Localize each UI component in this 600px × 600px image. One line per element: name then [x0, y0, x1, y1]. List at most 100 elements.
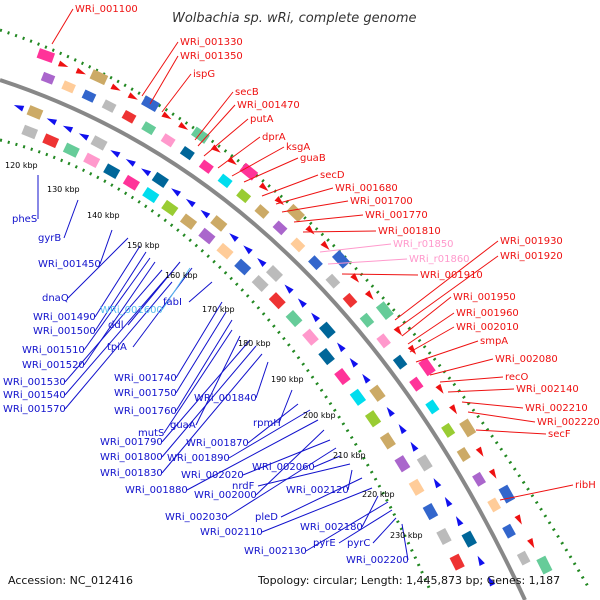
reverse-gene-arrow	[125, 159, 136, 167]
forward-gene-block	[61, 80, 76, 94]
gene-label-rev: WRi_001500	[33, 326, 96, 337]
reverse-gene-arrow	[477, 555, 485, 567]
gene-label-fwd: recO	[505, 372, 529, 383]
reverse-gene-arrow	[243, 245, 253, 255]
forward-gene-arrow	[350, 273, 360, 283]
reverse-gene-block	[265, 265, 283, 283]
reverse-gene-block	[26, 105, 44, 120]
forward-gene-arrow	[258, 182, 269, 192]
reverse-gene-arrow	[257, 257, 267, 268]
reverse-gene-block	[142, 187, 160, 204]
forward-gene-arrow	[57, 60, 69, 68]
reverse-gene-arrow	[336, 342, 346, 353]
gene-label-rev: WRi_001490	[33, 312, 96, 323]
reverse-gene-block	[210, 215, 228, 232]
reverse-gene-arrow	[433, 478, 442, 489]
reverse-gene-block	[416, 454, 433, 472]
reverse-gene-block	[394, 455, 411, 473]
gene-label-fwd: WRi_r01860	[409, 254, 470, 265]
forward-gene-block	[392, 354, 408, 370]
reverse-gene-arrow	[229, 233, 239, 242]
forward-gene-block	[89, 69, 109, 86]
gene-label-fwd: secD	[320, 170, 345, 181]
map-title: Wolbachia sp. wRi, complete genome	[172, 11, 417, 26]
forward-gene-block	[272, 220, 288, 236]
gene-label-rev: WRi_001510	[22, 345, 85, 356]
gene-label-rev: pleD	[255, 512, 278, 523]
gene-label-fwd: WRi_001330	[180, 37, 243, 48]
genome-backbone	[0, 78, 527, 600]
reverse-gene-arrow	[444, 496, 453, 508]
reverse-gene-block	[161, 199, 179, 217]
genome-stats-label: Topology: circular; Length: 1,445,873 bp…	[257, 574, 560, 587]
reverse-gene-block	[379, 432, 396, 450]
gene-label-rev: WRi_001740	[114, 373, 177, 384]
forward-gene-block	[375, 301, 394, 321]
gene-label-rev: pheS	[12, 214, 37, 225]
gene-label-rev: WRi_001750	[114, 388, 177, 399]
reverse-gene-arrow	[362, 373, 371, 384]
gene-label-fwd: secF	[548, 429, 571, 440]
gene-label-rev: dnaQ	[42, 293, 69, 304]
kbp-tick-label: 140 kbp	[87, 211, 120, 220]
forward-gene-block	[236, 188, 252, 204]
gene-label-fwd: WRi_001950	[453, 292, 516, 303]
forward-gene-block	[325, 273, 341, 289]
forward-gene-arrow	[514, 514, 522, 525]
kbp-tick-label: 160 kbp	[165, 271, 198, 280]
gene-label-fwd: smpA	[480, 336, 508, 347]
gene-label-fwd: WRi_001920	[500, 251, 563, 262]
gene-label-fwd: secB	[235, 87, 259, 98]
forward-gene-block	[290, 237, 306, 253]
forward-gene-block	[516, 550, 531, 566]
gene-label-rev: WRi_001880	[125, 485, 188, 496]
gene-label-fwd: WRi_001810	[378, 226, 441, 237]
forward-gene-block	[254, 204, 270, 219]
reverse-gene-block	[319, 321, 336, 339]
gene-label-fwd: dprA	[262, 132, 286, 143]
gene-label-rev: WRi_002130	[244, 546, 307, 557]
forward-gene-block	[418, 357, 436, 377]
reverse-gene-block	[422, 503, 439, 521]
gene-label-rev: WRi_001540	[3, 390, 66, 401]
forward-gene-block	[536, 555, 553, 575]
gene-label-rev: fabI	[163, 297, 182, 308]
gene-label-fwd: putA	[250, 114, 274, 125]
gene-label-fwd: WRi_001910	[420, 270, 483, 281]
forward-gene-block	[198, 159, 214, 174]
kbp-tick-label: 230 kbp	[390, 531, 423, 540]
forward-gene-arrow	[527, 538, 535, 549]
gene-label-fwd: guaB	[300, 153, 326, 164]
reverse-gene-arrow	[141, 168, 152, 177]
forward-gene-block	[40, 71, 56, 85]
reverse-gene-arrow	[386, 406, 395, 417]
gene-label-fwd: WRi_002220	[537, 417, 600, 428]
reverse-gene-arrow	[185, 198, 196, 208]
gene-label-fwd: WRi_001770	[365, 210, 428, 221]
reverse-gene-arrow	[488, 576, 496, 587]
reverse-gene-block	[103, 163, 121, 179]
gene-label-rev: WRi_002020	[181, 470, 244, 481]
kbp-tick-label: 170 kbp	[202, 305, 235, 314]
gene-label-rev: nrdF	[232, 481, 255, 492]
gene-label-rev: WRi_001530	[3, 377, 66, 388]
reverse-gene-arrow	[410, 441, 419, 452]
reverse-gene-arrow	[455, 516, 464, 527]
reverse-gene-block	[251, 275, 269, 292]
gene-label-rev: WRi_001760	[114, 406, 177, 417]
reverse-gene-block	[198, 227, 216, 245]
reverse-gene-arrow	[13, 105, 25, 112]
kbp-tick-label: 130 kbp	[47, 185, 80, 194]
gene-label-fwd: ksgA	[286, 142, 310, 153]
gene-label-fwd: WRi_002080	[495, 354, 558, 365]
reverse-gene-block	[90, 135, 108, 151]
gene-label-rev: guaA	[170, 420, 196, 431]
forward-gene-block	[81, 89, 97, 103]
forward-gene-block	[190, 126, 210, 144]
gene-label-fwd: WRi_r01850	[393, 239, 454, 250]
forward-gene-block	[502, 523, 516, 539]
gene-label-rev: WRi_002120	[286, 485, 349, 496]
forward-gene-arrow	[75, 67, 86, 75]
